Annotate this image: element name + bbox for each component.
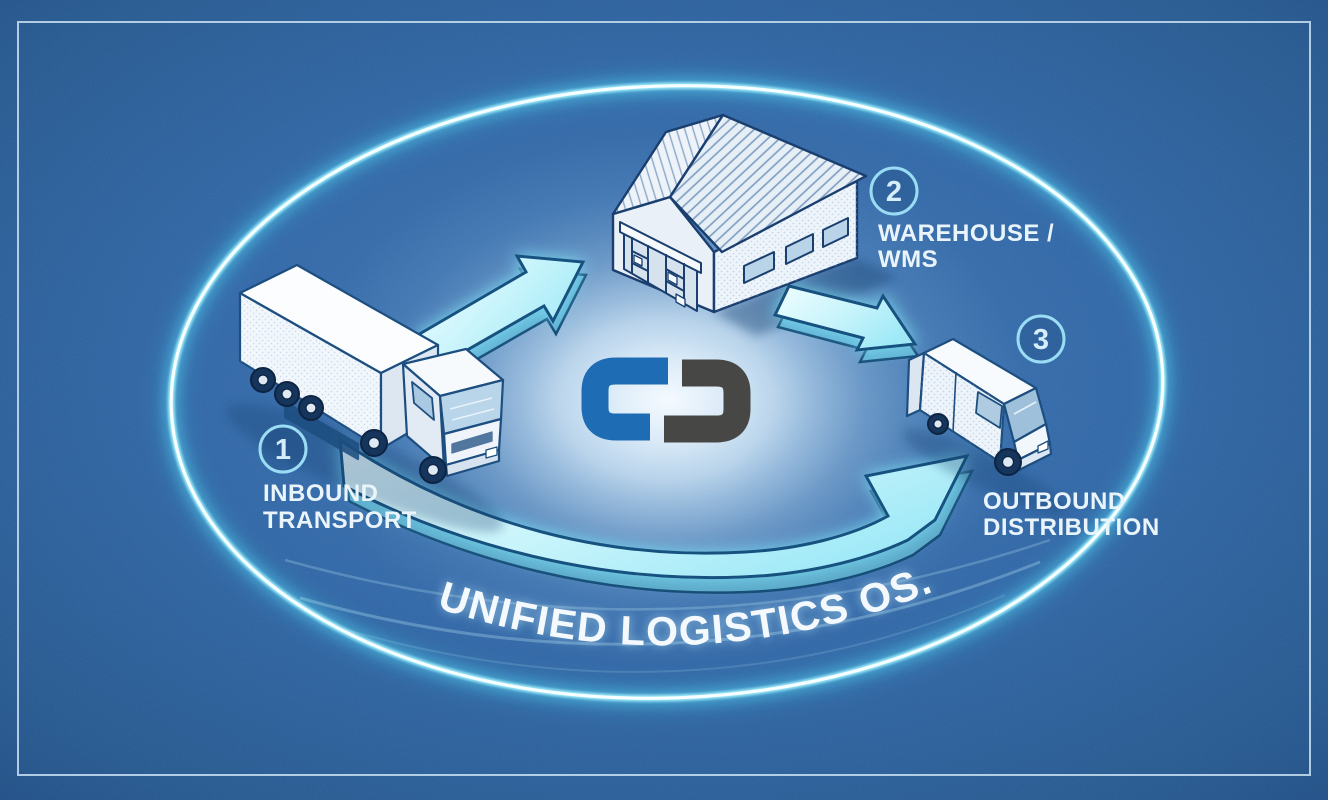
glow-ring [156, 70, 1178, 714]
step-1: 1 INBOUND TRANSPORT [258, 424, 417, 534]
step-2: 2 WAREHOUSE / WMS [869, 166, 1054, 273]
step-3-number: 3 [1033, 324, 1049, 356]
step-1-number: 1 [275, 434, 291, 466]
van-wheels [927, 413, 1022, 476]
step-1-badge [258, 424, 308, 474]
step-3-badge [1016, 314, 1066, 364]
truck-icon [238, 263, 505, 484]
rack-shelving [631, 237, 686, 308]
step-2-label-line1: WAREHOUSE / [878, 220, 1054, 247]
loop-arrow [338, 437, 975, 594]
ripple-arcs [284, 538, 1051, 673]
warehouse-icon [611, 113, 868, 314]
logo-left-link [581, 357, 668, 441]
step-1-label-line2: TRANSPORT [263, 507, 417, 534]
step-3-label-line2: DISTRIBUTION [983, 514, 1160, 541]
truck-wheels [250, 367, 447, 484]
interlocked-links-logo [581, 357, 751, 443]
arrow-warehouse-to-outbound [772, 284, 921, 364]
delivery-van-icon [905, 337, 1053, 476]
truck-shadow [226, 403, 504, 533]
step-3: 3 OUTBOUND DISTRIBUTION [983, 314, 1160, 541]
step-2-badge [869, 166, 919, 216]
step-1-label-line1: INBOUND [263, 480, 379, 507]
step-2-number: 2 [886, 176, 902, 208]
van-shadow [901, 428, 1069, 516]
step-3-label-line1: OUTBOUND [983, 488, 1126, 515]
step-2-label-line2: WMS [878, 246, 938, 273]
logo-right-link [664, 359, 751, 443]
frame-border [17, 21, 1311, 776]
